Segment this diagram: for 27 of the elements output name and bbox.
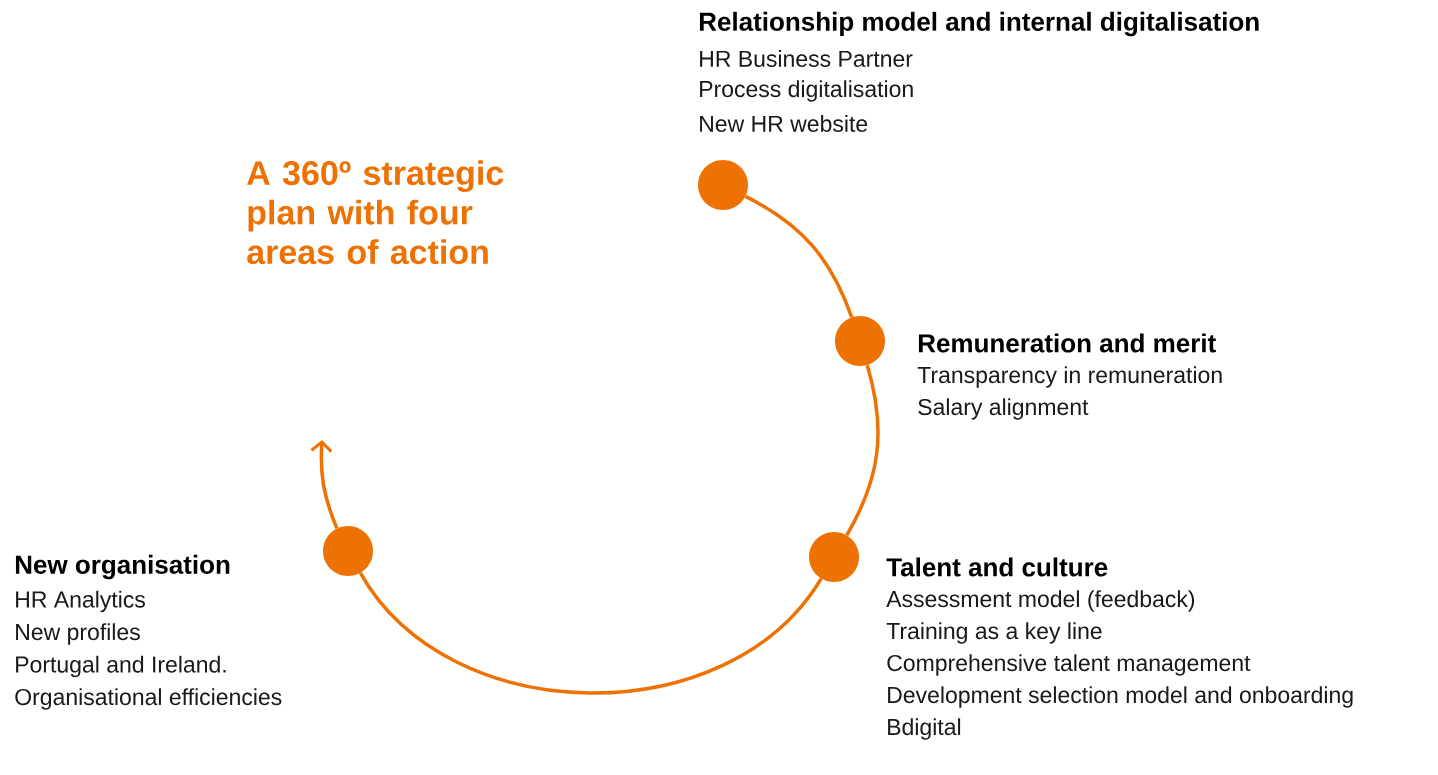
dot — [698, 160, 748, 210]
list-item: Transparency in remuneration — [917, 366, 1222, 388]
dot — [809, 532, 859, 582]
list-item: Organisational efficiencies — [15, 688, 282, 710]
list-item: Process digitalisation — [700, 80, 913, 102]
dot — [323, 526, 373, 576]
list-item: Portugal and Ireland. — [16, 655, 226, 678]
heading: New organisation — [15, 554, 230, 580]
list-item: New HR website — [700, 115, 868, 132]
arc-connector — [845, 364, 880, 537]
list-item: Development selection model and onboarding — [888, 686, 1353, 708]
list-item: HR Business Partner — [700, 50, 913, 67]
list-item: Comprehensive talent management — [887, 654, 1251, 676]
title: A 360º strategic plan with four areas of action — [247, 160, 504, 265]
arc-connector — [744, 194, 854, 318]
heading: Relationship model and internal digitalisation — [699, 11, 1259, 37]
list-item: Salary alignment — [918, 398, 1089, 420]
list-item: Assessment model (feedback) — [886, 590, 1195, 612]
list-item: HR Analytics — [16, 590, 145, 613]
list-item: Bdigital — [888, 718, 961, 740]
list-item: Training as a key line — [886, 622, 1102, 644]
dot — [835, 316, 885, 366]
arc-connector — [310, 440, 339, 530]
arc-connector — [358, 571, 823, 695]
heading: Remuneration and merit — [918, 333, 1216, 353]
list-item: New profiles — [16, 623, 140, 645]
heading: Talent and culture — [886, 557, 1108, 577]
